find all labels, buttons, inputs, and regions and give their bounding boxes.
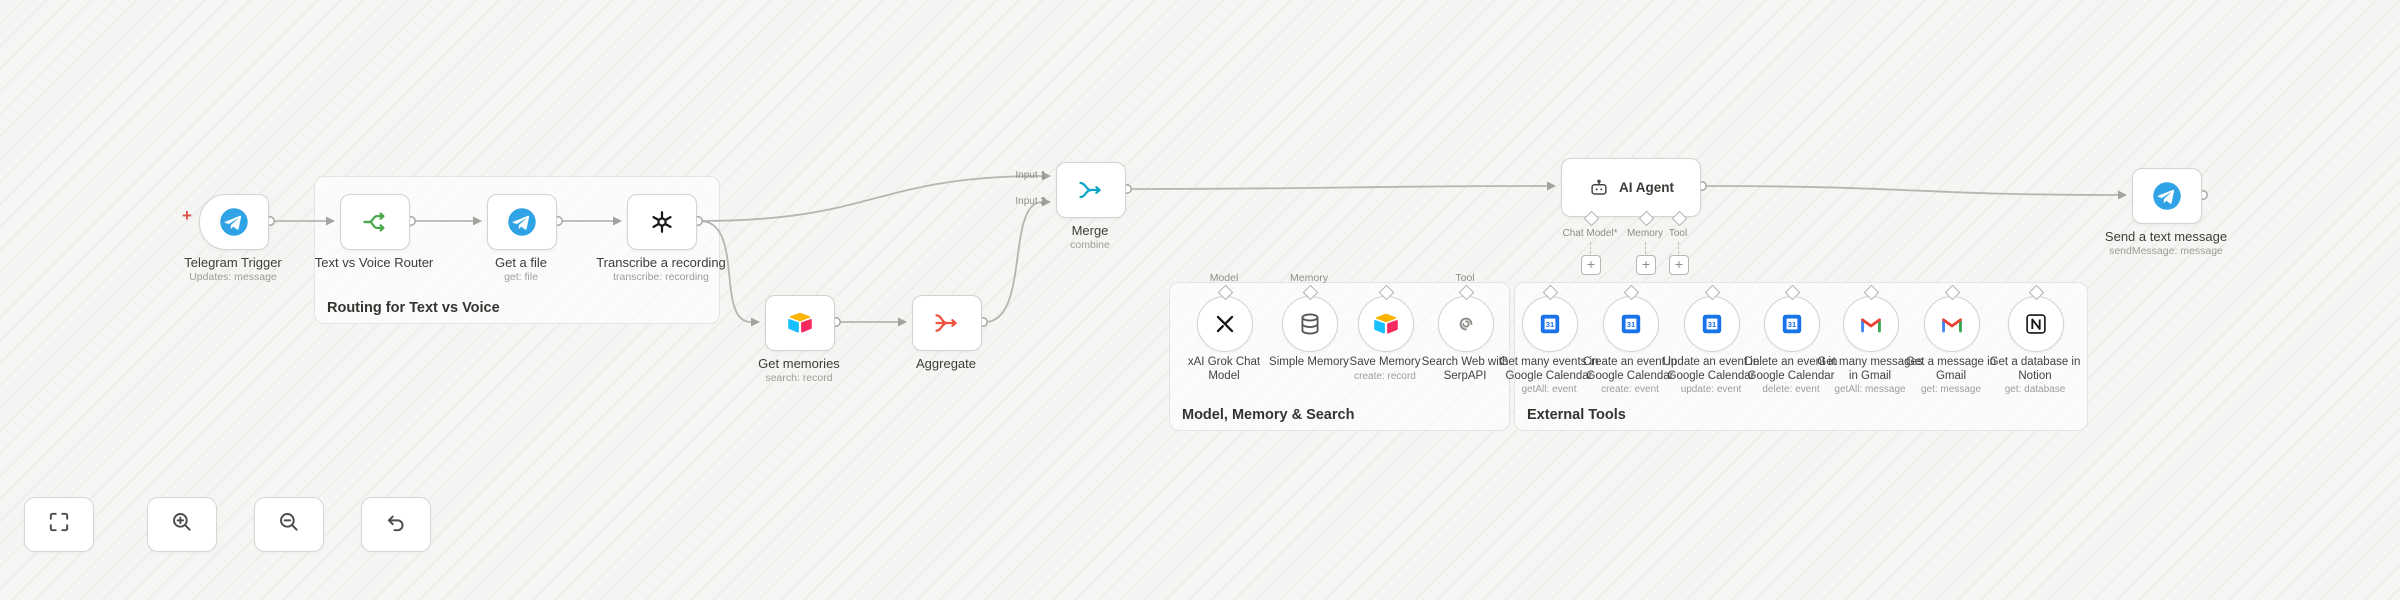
zoom-out-icon bbox=[277, 510, 301, 539]
zoom-in-button[interactable] bbox=[147, 497, 217, 552]
search-web-with-serpapi[interactable] bbox=[1438, 296, 1494, 352]
get-a-message-gmail[interactable] bbox=[1924, 296, 1980, 352]
svg-text:31: 31 bbox=[1546, 320, 1554, 329]
node-title: Get memories bbox=[758, 356, 840, 371]
notion-icon bbox=[2023, 311, 2049, 337]
serpapi-icon bbox=[1453, 311, 1479, 337]
delete-an-event-google-calendar[interactable]: 31 bbox=[1764, 296, 1820, 352]
connector-dash bbox=[1589, 242, 1591, 254]
connector-dash bbox=[1644, 242, 1646, 254]
telegram-icon bbox=[219, 207, 249, 237]
svg-text:31: 31 bbox=[1708, 320, 1716, 329]
add-connection-button[interactable]: + bbox=[1669, 255, 1689, 275]
zoom-in-icon bbox=[170, 510, 194, 539]
svg-text:31: 31 bbox=[1627, 320, 1635, 329]
svg-text:31: 31 bbox=[1788, 320, 1796, 329]
airtable-icon bbox=[1372, 310, 1400, 338]
get-many-messages-gmail[interactable] bbox=[1843, 296, 1899, 352]
add-connection-button[interactable]: + bbox=[1581, 255, 1601, 275]
plus-icon: + bbox=[1586, 256, 1596, 272]
get-many-events-google-calendar[interactable]: 31 bbox=[1522, 296, 1578, 352]
node-title: Merge bbox=[1071, 223, 1109, 238]
group-title: Model, Memory & Search bbox=[1182, 407, 1355, 423]
fit-view-icon bbox=[47, 510, 71, 539]
text-vs-voice-router[interactable] bbox=[340, 194, 410, 250]
database-icon bbox=[1297, 311, 1323, 337]
node-subtitle: sendMessage: message bbox=[2109, 245, 2223, 257]
transcribe-a-recording[interactable] bbox=[627, 194, 697, 250]
grok-icon bbox=[1212, 311, 1238, 337]
merge-icon bbox=[1077, 176, 1105, 204]
group-title: External Tools bbox=[1527, 407, 1626, 423]
switch-icon bbox=[361, 208, 389, 236]
zoom-out-button[interactable] bbox=[254, 497, 324, 552]
get-a-file[interactable] bbox=[487, 194, 557, 250]
agent-connector-label: Chat Model* bbox=[1562, 228, 1618, 239]
undo-icon bbox=[384, 510, 408, 539]
connector-type-label: Model bbox=[1209, 272, 1239, 284]
simple-memory[interactable] bbox=[1282, 296, 1338, 352]
google-calendar-icon: 31 bbox=[1618, 311, 1644, 337]
aggregate-icon bbox=[933, 309, 961, 337]
google-calendar-icon: 31 bbox=[1779, 311, 1805, 337]
gmail-icon bbox=[1939, 311, 1965, 337]
get-memories[interactable] bbox=[765, 295, 835, 351]
node-title: Telegram Trigger bbox=[184, 255, 282, 270]
trigger-marker: + bbox=[182, 206, 192, 225]
add-connection-button[interactable]: + bbox=[1636, 255, 1656, 275]
input-port-label: Input 2 bbox=[1015, 196, 1046, 207]
node-title: Aggregate bbox=[916, 356, 976, 371]
agent-title: AI Agent bbox=[1619, 180, 1674, 195]
node-title: Send a text message bbox=[2104, 229, 2228, 244]
robot-icon bbox=[1588, 177, 1610, 199]
input-port-label: Input 1 bbox=[1015, 170, 1046, 181]
aggregate[interactable] bbox=[912, 295, 982, 351]
connector-type-label: Tool bbox=[1455, 272, 1475, 284]
gmail-icon bbox=[1858, 311, 1884, 337]
agent-connector-label: Memory bbox=[1626, 228, 1664, 239]
telegram-icon bbox=[507, 207, 537, 237]
create-an-event-google-calendar[interactable]: 31 bbox=[1603, 296, 1659, 352]
merge[interactable] bbox=[1056, 162, 1126, 218]
connector-dash bbox=[1677, 242, 1679, 254]
xai-grok-chat-model[interactable] bbox=[1197, 296, 1253, 352]
save-memory[interactable] bbox=[1358, 296, 1414, 352]
airtable-icon bbox=[786, 309, 814, 337]
plus-icon: + bbox=[1641, 256, 1651, 272]
node-label: Aggregate bbox=[871, 356, 1021, 371]
fit-view-button[interactable] bbox=[24, 497, 94, 552]
node-subtitle: search: record bbox=[765, 372, 833, 384]
openai-icon bbox=[648, 208, 676, 236]
plus-icon: + bbox=[1674, 256, 1684, 272]
connector-type-label: Memory bbox=[1290, 272, 1328, 284]
update-an-event-google-calendar[interactable]: 31 bbox=[1684, 296, 1740, 352]
node-subtitle: combine bbox=[1070, 239, 1110, 251]
telegram-icon bbox=[2152, 181, 2182, 211]
google-calendar-icon: 31 bbox=[1699, 311, 1725, 337]
google-calendar-icon: 31 bbox=[1537, 311, 1563, 337]
agent-connector-label: Tool bbox=[1668, 228, 1688, 239]
node-subtitle: Updates: message bbox=[189, 271, 277, 283]
group-title: Routing for Text vs Voice bbox=[327, 300, 500, 316]
get-a-database-notion[interactable] bbox=[2008, 296, 2064, 352]
ai-agent[interactable]: AI Agent bbox=[1561, 158, 1701, 217]
undo-button[interactable] bbox=[361, 497, 431, 552]
telegram-trigger[interactable] bbox=[199, 194, 269, 250]
send-a-text-message[interactable] bbox=[2132, 168, 2202, 224]
